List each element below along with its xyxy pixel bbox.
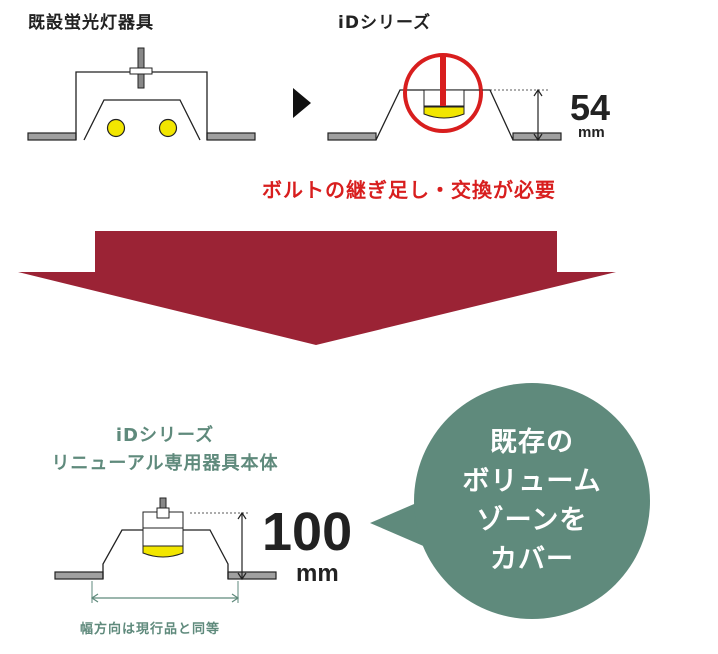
bolt-extension-marker: [440, 56, 446, 108]
lamp-housing: [142, 527, 184, 547]
bolt-note: ボルトの継ぎ足し・交換が必要: [262, 178, 556, 202]
existing-fixture-label: 既設蛍光灯器具: [28, 13, 154, 33]
lamp-tube-left: [106, 118, 126, 138]
bubble-line4: カバー: [490, 544, 574, 575]
bubble-tail: [370, 498, 428, 548]
dimension-arrow-top-icon: [237, 511, 247, 520]
fixture-reflector: [83, 99, 201, 141]
dimension-arrow-bottom-icon: [237, 572, 247, 581]
bottom-title-line2: リニューアル専用器具本体: [51, 453, 279, 474]
id-series-label: iDシリーズ: [338, 13, 432, 33]
ceiling-plate-right: [227, 571, 277, 580]
height-value-bottom: 100: [262, 502, 353, 562]
bubble-circle: [414, 383, 650, 619]
bolt-red: [440, 84, 446, 106]
id-fixture-diagram: [327, 53, 562, 142]
renewal-fixture-diagram: [54, 497, 277, 603]
ceiling-plate-left: [327, 132, 377, 141]
bubble-line1: 既存の: [490, 427, 574, 458]
bottom-title-line1: iDシリーズ: [115, 425, 215, 446]
dimension-arrow-top-icon: [533, 88, 543, 97]
down-arrow-icon: [18, 231, 616, 345]
width-arrow-left-icon: [90, 593, 99, 603]
lamp-tube-right: [158, 118, 178, 138]
bubble-line2: ボリューム: [462, 466, 602, 497]
bolt-nut: [129, 67, 153, 75]
height-unit-top: mm: [578, 124, 605, 141]
ceiling-plate-left: [54, 571, 104, 580]
led-lamp: [423, 106, 465, 119]
big-arrow: [18, 231, 616, 345]
existing-fixture-diagram: [27, 47, 256, 141]
speech-bubble: [370, 383, 650, 619]
top-diagrams: [27, 47, 562, 142]
led-lamp: [142, 545, 184, 558]
height-value-top: 54: [570, 87, 611, 128]
arrow-right-icon: [293, 88, 311, 118]
bubble-line3: ゾーンを: [476, 505, 588, 536]
bolt-nut: [156, 507, 170, 519]
dimension-arrow-bottom-icon: [533, 133, 543, 142]
highlight-circle: [403, 53, 483, 133]
bubble-text: 既存の ボリューム ゾーンを カバー: [412, 423, 652, 579]
width-arrow-right-icon: [231, 593, 240, 603]
width-note: 幅方向は現行品と同等: [80, 622, 221, 637]
ceiling-plate-right: [512, 132, 562, 141]
height-unit-bottom: mm: [296, 560, 339, 587]
bottom-title: iDシリーズ リニューアル専用器具本体: [15, 422, 315, 478]
